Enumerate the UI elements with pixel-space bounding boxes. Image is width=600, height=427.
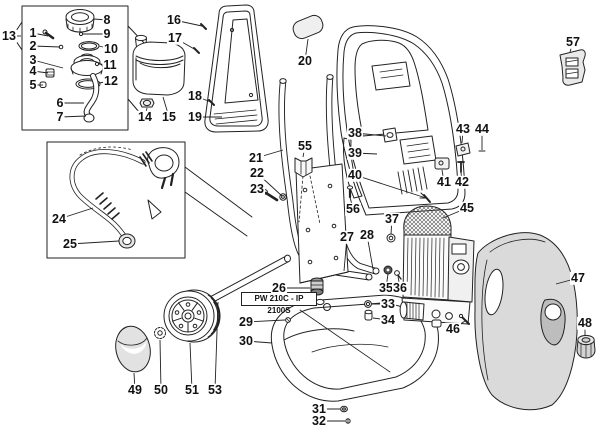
callout-48: 48 (577, 315, 593, 330)
callout-43: 43 (455, 121, 471, 136)
callout-28: 28 (359, 227, 375, 242)
callout-1: 1 (28, 25, 38, 40)
wheel-drawing (163, 289, 221, 343)
base-housing-drawing (270, 294, 439, 402)
tank-cap-drawing (65, 9, 95, 33)
base-fasteners-drawing (285, 317, 351, 424)
callout-16: 16 (166, 12, 182, 27)
callout-33: 33 (380, 296, 396, 311)
rear-panel-drawing (336, 25, 466, 216)
callout-3: 3 (28, 52, 38, 67)
axle-washer-drawing (154, 327, 166, 339)
callout-17: 17 (167, 30, 183, 45)
callout-6: 6 (55, 95, 65, 110)
callout-42: 42 (454, 174, 470, 189)
callout-4: 4 (28, 63, 38, 78)
cord-bracket-drawing (147, 199, 162, 220)
callout-35: 35 (378, 280, 394, 295)
suction-tube-drawing (83, 73, 100, 123)
callout-49: 49 (127, 382, 143, 397)
callout-2: 2 (28, 38, 38, 53)
callout-56: 56 (345, 201, 361, 216)
callout-31: 31 (311, 401, 327, 416)
callout-55: 55 (297, 138, 313, 153)
callout-22: 22 (249, 165, 265, 180)
motor-pump-drawing (399, 205, 475, 328)
callout-29: 29 (238, 314, 254, 329)
callout-7: 7 (55, 109, 65, 124)
callout-44: 44 (474, 121, 490, 136)
tank-nut-drawing (139, 98, 155, 108)
callout-57: 57 (565, 34, 581, 49)
callout-41: 41 (436, 174, 452, 189)
callout-15: 15 (161, 109, 177, 124)
callout-21: 21 (248, 150, 264, 165)
callout-37: 37 (384, 211, 400, 226)
side-cover-drawing (458, 232, 578, 411)
callout-9: 9 (102, 26, 112, 41)
knob-drawing (576, 334, 596, 359)
mounting-plate-drawing (295, 163, 349, 284)
callout-47: 47 (570, 270, 586, 285)
callout-30: 30 (238, 333, 254, 348)
callout-36: 36 (392, 280, 408, 295)
callout-46: 46 (445, 321, 461, 336)
callout-18: 18 (187, 88, 203, 103)
callout-10: 10 (103, 41, 119, 56)
callout-45: 45 (459, 200, 475, 215)
clip-bracket-drawing (559, 49, 586, 86)
callout-50: 50 (153, 382, 169, 397)
hub-cap-drawing (115, 325, 151, 373)
power-cable-drawing (69, 149, 146, 240)
cord-grommet-drawing (118, 233, 136, 249)
callout-38: 38 (347, 125, 363, 140)
callout-14: 14 (137, 109, 153, 124)
plug-drawing (139, 147, 180, 190)
cable-clip-drawing (294, 157, 313, 178)
callout-20: 20 (297, 53, 313, 68)
callout-27: 27 (339, 229, 355, 244)
callout-26: 26 (271, 280, 287, 295)
callout-25: 25 (62, 236, 78, 251)
callout-53: 53 (207, 382, 223, 397)
switch-parts-drawing (434, 142, 486, 173)
callout-40: 40 (347, 167, 363, 182)
callout-23: 23 (249, 181, 265, 196)
callout-39: 39 (347, 145, 363, 160)
callout-24: 24 (51, 211, 67, 226)
callout-11: 11 (102, 57, 118, 72)
callout-5: 5 (28, 77, 38, 92)
front-panel-drawing (193, 4, 269, 133)
panel-fasteners-drawing (364, 233, 402, 321)
callout-12: 12 (103, 73, 119, 88)
label-sticker-drawing (292, 14, 324, 40)
detergent-tank-drawing (132, 34, 186, 96)
callout-32: 32 (311, 413, 327, 427)
callout-51: 51 (184, 382, 200, 397)
callout-34: 34 (380, 312, 396, 327)
callout-19: 19 (187, 109, 203, 124)
callout-8: 8 (102, 12, 112, 27)
callout-13: 13 (1, 28, 17, 43)
